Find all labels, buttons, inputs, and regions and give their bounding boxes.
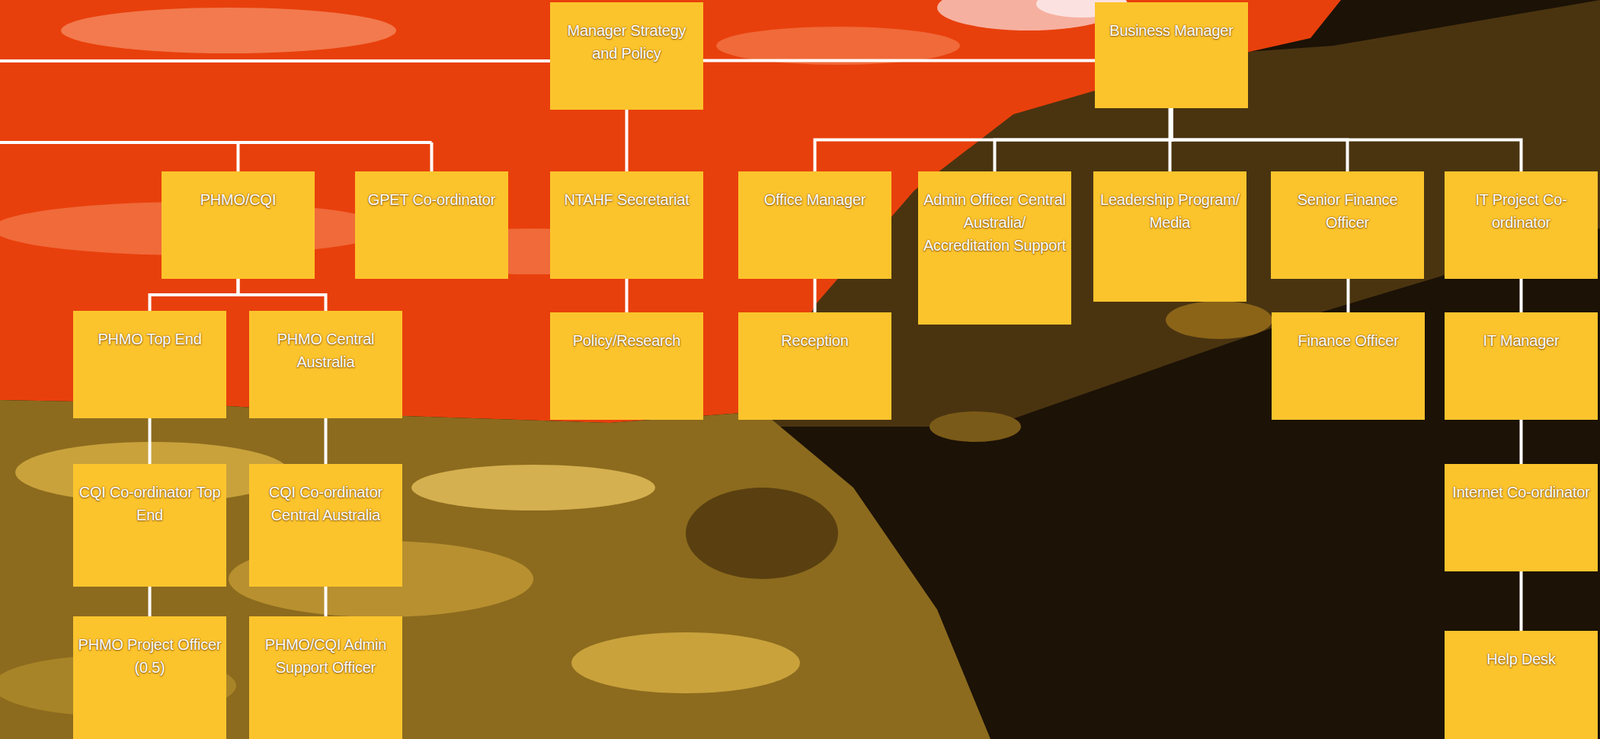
reporting-line — [625, 278, 629, 313]
box-label: Senior Finance Officer — [1275, 188, 1420, 234]
offpage-bus — [0, 142, 432, 172]
org-box: Finance Officer — [1271, 312, 1425, 420]
box-label: Help Desk — [1449, 647, 1594, 671]
box-label: IT Manager — [1449, 329, 1594, 352]
khaki-ground — [0, 400, 991, 739]
khaki-patch — [571, 632, 800, 694]
org-box: PHMO Central Australia — [249, 310, 403, 419]
reporting-line — [995, 108, 1172, 172]
box-label: NTAHF Secretariat — [554, 188, 699, 212]
reporting-line — [1520, 419, 1524, 464]
reporting-line — [238, 278, 327, 311]
reporting-line — [324, 586, 328, 617]
org-box: Reception — [738, 312, 892, 420]
box-label: CQI Co-ordinator Top End — [77, 480, 222, 527]
reporting-line — [324, 418, 328, 464]
org-box: PHMO/CQI — [161, 171, 315, 279]
reporting-line — [150, 278, 239, 311]
offpage-line — [0, 59, 551, 63]
red-sky — [0, 0, 1341, 423]
org-box: PHMO Top End — [73, 310, 227, 419]
box-label: Reception — [742, 329, 887, 352]
reporting-line — [815, 108, 1172, 172]
reporting-line — [1520, 571, 1524, 631]
box-label: PHMO Central Australia — [253, 327, 398, 374]
reporting-line — [1347, 278, 1351, 313]
org-box: Office Manager — [738, 171, 892, 279]
org-box: NTAHF Secretariat — [550, 171, 704, 279]
brown-patch — [929, 411, 1021, 442]
org-box: Policy/Research — [550, 312, 704, 420]
org-box: Help Desk — [1444, 630, 1598, 739]
org-box: Manager Strategy and Policy — [550, 2, 704, 110]
brown-patch — [1165, 300, 1273, 340]
box-label: PHMO/CQI — [166, 188, 311, 212]
khaki-patch — [411, 464, 656, 511]
box-label: Manager Strategy and Policy — [554, 19, 699, 65]
box-label: Business Manager — [1099, 19, 1244, 42]
org-box: IT Manager — [1444, 312, 1598, 420]
box-label: GPET Co-ordinator — [359, 188, 504, 212]
box-label: Internet Co-ordinator — [1449, 480, 1594, 504]
org-box: CQI Co-ordinator Top End — [73, 464, 227, 587]
box-label: Finance Officer — [1276, 329, 1421, 352]
org-box: Senior Finance Officer — [1270, 171, 1424, 279]
org-box: IT Project Co-ordinator — [1444, 171, 1598, 279]
box-label: Policy/Research — [554, 329, 699, 352]
orange-patch — [60, 7, 397, 54]
org-box: CQI Co-ordinator Central Australia — [249, 464, 403, 587]
reporting-line — [148, 418, 152, 464]
org-box: Internet Co-ordinator — [1444, 464, 1598, 572]
box-label: IT Project Co-ordinator — [1449, 188, 1594, 234]
box-label: Admin Officer Central Australia/ Accredi… — [922, 188, 1067, 257]
brown-region — [685, 0, 1600, 427]
org-box: Leadership Program/ Media — [1093, 171, 1247, 302]
org-box: GPET Co-ordinator — [355, 171, 509, 279]
reporting-line — [148, 586, 152, 617]
box-label: Leadership Program/ Media — [1097, 188, 1242, 234]
org-box: PHMO Project Officer (0.5) — [73, 616, 227, 739]
org-box: PHMO/CQI Admin Support Officer — [249, 616, 403, 739]
org-box: Business Manager — [1094, 2, 1248, 109]
box-label: CQI Co-ordinator Central Australia — [253, 480, 398, 527]
shadow-patch — [685, 487, 839, 580]
reporting-line — [1171, 108, 1522, 172]
reporting-line — [625, 109, 629, 172]
org-box: Admin Officer Central Australia/ Accredi… — [918, 171, 1072, 325]
reporting-line — [813, 278, 817, 313]
reporting-line — [703, 58, 1095, 62]
reporting-line — [1520, 278, 1524, 313]
box-label: Office Manager — [742, 188, 887, 212]
box-label: PHMO Top End — [77, 327, 222, 351]
box-label: PHMO Project Officer (0.5) — [77, 633, 222, 679]
box-label: PHMO/CQI Admin Support Officer — [253, 633, 398, 679]
